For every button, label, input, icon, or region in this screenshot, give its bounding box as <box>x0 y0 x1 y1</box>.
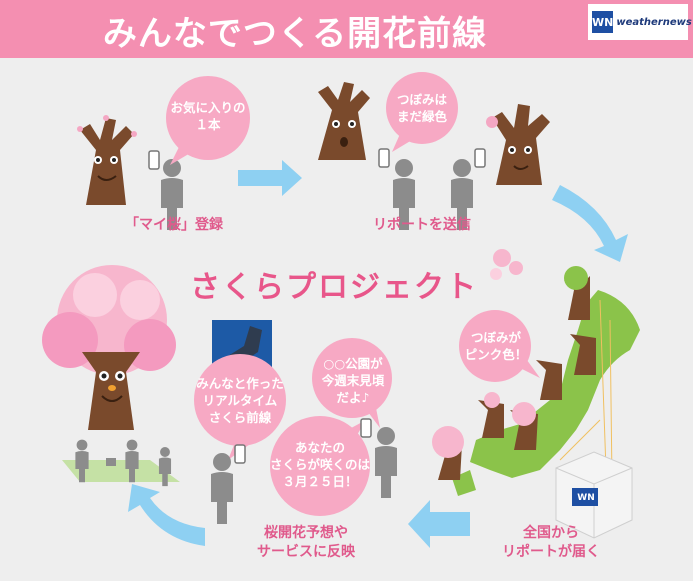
arrow-curve-right <box>552 185 628 262</box>
logo-mark: WN <box>592 11 614 33</box>
map-tree-6 <box>432 426 464 480</box>
bubble-line: さくら前線 <box>208 409 272 425</box>
bubble-line: つぼみは <box>396 92 447 107</box>
bubble-favorite <box>166 76 250 165</box>
arrow-curve-up <box>128 484 205 546</box>
bubble-pink-text: つぼみが ピンク色！ <box>456 330 536 364</box>
bubble-park-text: ○○公園が 今週末見頃 だよ♪ <box>314 356 392 407</box>
map-tree-4 <box>478 392 504 438</box>
bubble-park <box>312 338 392 428</box>
bubble-line: まだ緑色 <box>396 108 447 124</box>
blossom-tree-left <box>42 265 176 430</box>
header-bar <box>0 0 693 58</box>
bubble-line: さくらが咲くのは <box>270 456 371 472</box>
bubble-forecast <box>270 416 370 516</box>
label-line: 全国から <box>523 525 579 541</box>
bubble-line: みんなと作った <box>196 376 284 391</box>
server-box <box>555 451 633 539</box>
logo-text: weathernews <box>616 16 692 28</box>
tree-top-middle <box>318 82 370 160</box>
server-logo-text: WN <box>577 493 595 503</box>
bubble-green-text: つぼみは まだ緑色 <box>384 92 460 126</box>
picnic-scene <box>62 439 180 487</box>
person-4 <box>375 427 397 498</box>
bubble-line: お気に入りの <box>170 100 246 115</box>
map-tree-1 <box>564 266 590 320</box>
weathernews-logo: WN weathernews <box>588 4 692 40</box>
bubble-pink <box>459 310 540 382</box>
tree-top-left <box>77 115 137 205</box>
label-line: サービスに反映 <box>257 543 355 560</box>
map-tree-3 <box>536 360 562 400</box>
label-line: リポートが届く <box>502 543 600 560</box>
step-apply-label: 桜開花予想や サービスに反映 <box>236 524 376 562</box>
bubble-line: リアルタイム <box>202 392 278 408</box>
bubble-forecast-text: あなたの さくらが咲くのは ３月２５日！ <box>270 440 370 491</box>
map-tree-2 <box>570 334 596 375</box>
bubble-line: 今週末見頃 <box>321 372 385 388</box>
tree-top-right <box>486 104 550 185</box>
bubble-line: ピンク色！ <box>464 346 528 362</box>
bubble-line: つぼみが <box>470 330 521 345</box>
bubble-green <box>386 72 458 152</box>
arrow-right-top <box>238 160 302 196</box>
step-report-label: リポートを送信 <box>373 217 471 233</box>
arrow-bottom-left <box>408 500 470 548</box>
step-collect-label: 全国から リポートが届く <box>486 524 616 562</box>
bubble-line: １本 <box>195 116 221 132</box>
bubble-line: ○○公園が <box>323 356 383 371</box>
bubble-favorite-text: お気に入りの １本 <box>166 100 250 134</box>
bubble-line: あなたの <box>294 440 345 455</box>
blossom-decoration <box>490 249 523 280</box>
page-title: みんなでつくる開花前線 <box>102 14 488 54</box>
person-5 <box>211 453 233 524</box>
bubble-front-text: みんなと作った リアルタイム さくら前線 <box>194 376 286 427</box>
bubble-line: ３月２５日！ <box>282 473 358 489</box>
bubble-line: だよ♪ <box>336 389 370 405</box>
map-tree-5 <box>510 402 538 450</box>
label-line: 桜開花予想や <box>264 525 348 541</box>
step-register-label: 「マイ桜」登録 <box>125 217 223 233</box>
project-title: さくらプロジェクト <box>190 270 478 305</box>
